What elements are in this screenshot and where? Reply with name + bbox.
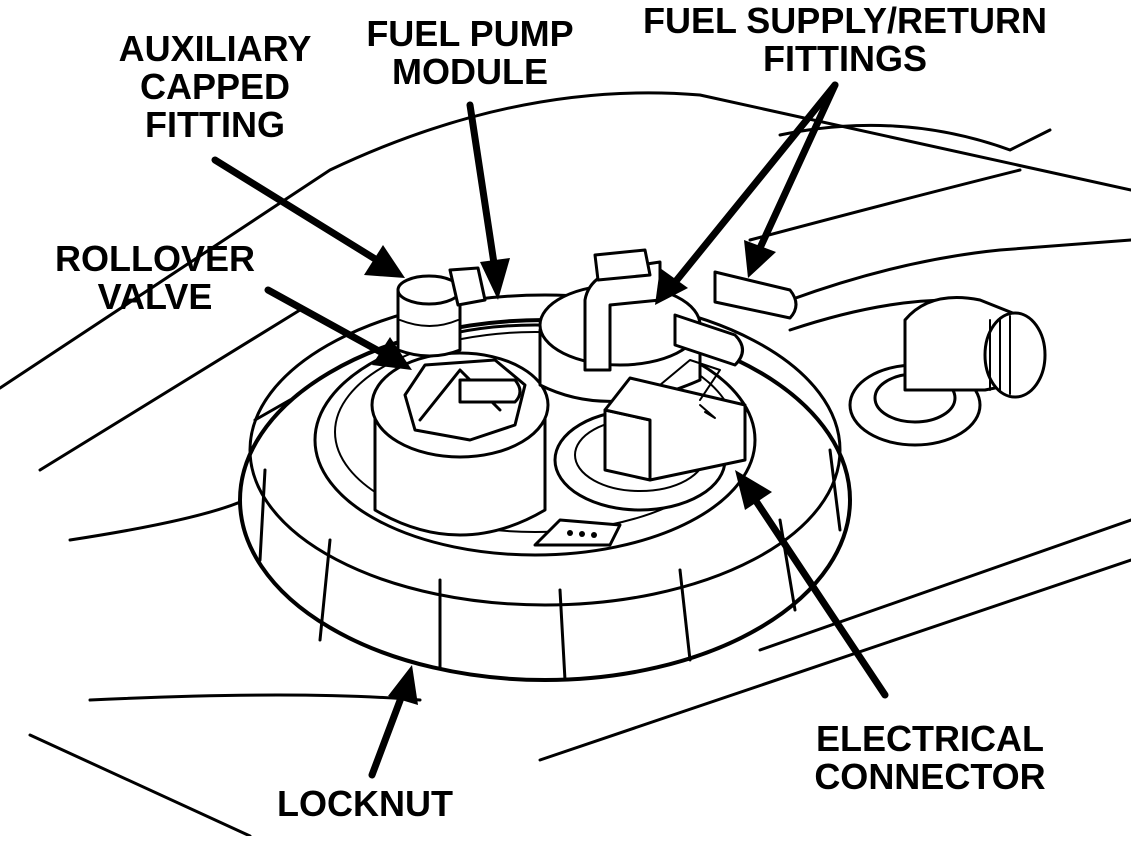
label-electrical-connector: ELECTRICAL CONNECTOR — [814, 718, 1046, 797]
label-rollover-valve: ROLLOVER VALVE — [54, 238, 255, 317]
label-fuel-pump-module: FUEL PUMP MODULE — [366, 13, 574, 92]
rollover-valve-housing — [370, 351, 550, 537]
secondary-fitting — [848, 296, 1047, 447]
auxiliary-capped-fitting — [396, 266, 487, 358]
electrical-connector-part — [553, 359, 747, 512]
label-auxiliary-capped-fitting: AUXILIARY CAPPED FITTING — [118, 28, 312, 145]
leader-arrows — [211, 81, 889, 779]
label-fuel-supply-return-fittings: FUEL SUPPLY/RETURN FITTINGS — [642, 0, 1048, 79]
label-locknut: LOCKNUT — [277, 783, 453, 824]
fuel-supply-return-block — [538, 248, 798, 403]
plate-marking — [533, 518, 622, 547]
fuel-tank-surface — [0, 91, 1131, 838]
